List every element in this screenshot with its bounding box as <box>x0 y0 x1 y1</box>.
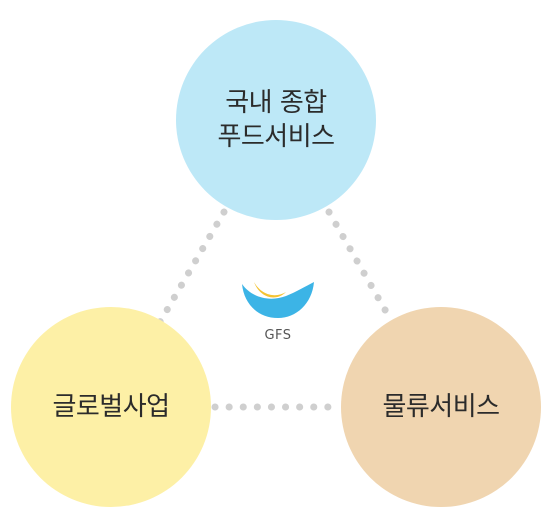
connector-top-right <box>325 208 396 326</box>
node-top-line1: 국내 종합 <box>225 88 327 118</box>
node-logistics-service: 물류서비스 <box>341 307 541 507</box>
node-global-business-label: 글로벌사업 <box>52 392 170 422</box>
node-top-line2: 푸드서비스 <box>217 122 335 152</box>
node-logistics-service-label: 물류서비스 <box>382 392 500 422</box>
connector-top-left <box>156 208 228 326</box>
logo-text: GFS <box>264 328 292 343</box>
node-domestic-food-service-label: 국내 종합 푸드서비스 <box>217 86 335 154</box>
gfs-logo: GFS <box>240 272 316 343</box>
node-domestic-food-service: 국내 종합 푸드서비스 <box>176 20 376 220</box>
bowl-logo-icon <box>242 282 314 318</box>
node-global-business: 글로벌사업 <box>11 307 211 507</box>
